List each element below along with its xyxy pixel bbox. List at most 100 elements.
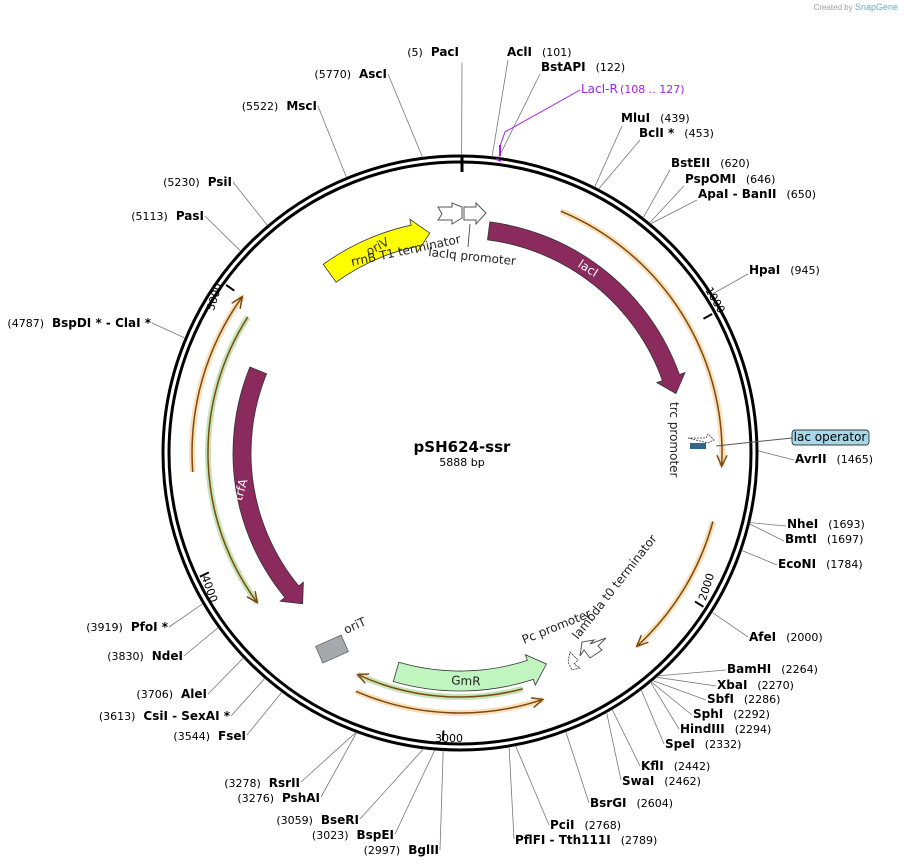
site-leader-line [317, 105, 347, 178]
restriction-site[interactable]: HpaI(945) [749, 263, 820, 277]
backbone-inner [167, 160, 753, 746]
restriction-site[interactable]: SbfI(2286) [707, 692, 780, 706]
restriction-site[interactable]: RsrII(3278) [224, 776, 300, 790]
restriction-site[interactable]: SpeI(2332) [665, 737, 741, 751]
laci-feature[interactable]: lacI [487, 221, 686, 395]
restriction-site[interactable]: BclI *(453) [639, 126, 714, 140]
rrnb-terminator-feature[interactable] [437, 202, 463, 225]
site-position: (3276) [237, 792, 274, 805]
restriction-site[interactable]: SphI(2292) [693, 707, 770, 721]
orf-line [636, 521, 714, 647]
orf-arrowhead [635, 634, 649, 648]
restriction-site[interactable]: FseI(3544) [173, 729, 246, 743]
gmr-feature[interactable]: GmR [392, 653, 547, 692]
site-position: (2997) [364, 844, 401, 857]
restriction-site[interactable]: BglII (2997) [364, 843, 439, 857]
restriction-site[interactable]: PciI(2768) [550, 818, 621, 832]
restriction-site[interactable]: BamHI(2264) [727, 662, 818, 676]
lambda-terminator-label: lambda t0 terminator [569, 532, 659, 642]
restriction-site[interactable]: AfeI(2000) [749, 630, 823, 644]
laciq-promoter-feature[interactable] [463, 201, 487, 226]
site-leader-line [711, 611, 749, 638]
gmr-orf-arc[interactable] [356, 671, 524, 701]
orf-arrowhead [716, 454, 728, 469]
site-leader-line [565, 731, 590, 804]
restriction-site[interactable]: PacI(5) [407, 45, 459, 59]
site-name: PflFI - Tth111I [515, 833, 611, 847]
restriction-site[interactable]: BstAPI(122) [541, 60, 625, 74]
site-leader-line [656, 676, 717, 687]
site-leader-line [394, 749, 436, 835]
restriction-site[interactable]: AvrII(1465) [795, 452, 873, 466]
site-name: BsrGI [590, 796, 627, 810]
backbone-outer [161, 154, 759, 752]
restriction-site[interactable]: SwaI(2462) [622, 774, 701, 788]
site-name: BglII [408, 843, 439, 857]
restriction-site[interactable]: BseRI(3059) [276, 813, 359, 827]
orit-feature[interactable]: oriT [315, 614, 369, 664]
trfa-orf-arc-green[interactable] [204, 315, 260, 605]
lac-operator-leader [715, 437, 793, 447]
site-leader-line [183, 627, 219, 657]
restriction-site[interactable]: AclI(101) [507, 45, 572, 59]
feature-body [487, 221, 686, 395]
tick-label: 3000 [435, 732, 463, 745]
orf-line [355, 690, 544, 714]
restriction-site[interactable]: PflFI - Tth111I(2789) [515, 833, 657, 847]
site-leader-line [757, 450, 795, 461]
restriction-site[interactable]: EcoNI(1784) [778, 557, 863, 571]
restriction-site[interactable]: ApaI - BanII(650) [698, 187, 816, 201]
restriction-site[interactable]: PsiI(5230) [163, 175, 232, 189]
restriction-site[interactable]: BmtI(1697) [785, 532, 863, 546]
restriction-site[interactable]: MluI(439) [621, 111, 690, 125]
site-leader-line [498, 73, 541, 158]
restriction-site[interactable]: BspEI(3023) [312, 828, 394, 842]
site-name: AclI [507, 45, 532, 59]
restriction-site[interactable]: PasI(5113) [131, 209, 204, 223]
gmr-orf-arc-2[interactable] [354, 688, 545, 716]
restriction-site[interactable]: BspDI * - ClaI *(4787) [7, 316, 151, 330]
site-name: PasI [176, 209, 204, 223]
site-name: PshAI [282, 791, 320, 805]
site-name: AvrII [795, 452, 827, 466]
restriction-site[interactable]: NdeI(3830) [107, 649, 183, 663]
site-name: BmtI [785, 532, 817, 546]
site-position: (2768) [585, 819, 622, 832]
lac-operator-feature[interactable]: lac operator [687, 429, 870, 449]
site-position: (3613) [99, 710, 136, 723]
site-position: (3830) [107, 650, 144, 663]
trfa-orf-arc-orange[interactable] [189, 294, 245, 473]
site-name: AscI [359, 67, 387, 81]
trfa-feature[interactable]: trfA [231, 366, 304, 605]
site-position: (5) [407, 46, 423, 59]
restriction-site[interactable]: PshAI (3276) [237, 791, 320, 805]
site-position: (2604) [637, 797, 674, 810]
restriction-site[interactable]: HindIII(2294) [680, 722, 771, 736]
site-leader-line [642, 169, 671, 219]
site-position: (945) [790, 264, 820, 277]
orit-box [315, 634, 349, 664]
restriction-site[interactable]: BsrGI (2604) [590, 796, 673, 810]
restriction-site[interactable]: NheI(1693) [787, 517, 865, 531]
restriction-site[interactable]: KflI(2442) [641, 759, 710, 773]
pc-promoter-feature[interactable] [567, 651, 581, 671]
restriction-site[interactable]: XbaI(2270) [717, 678, 794, 692]
restriction-site[interactable]: AscI(5770) [314, 67, 387, 81]
restriction-site[interactable]: BstEII(620) [671, 156, 750, 170]
site-leader-line [232, 181, 268, 226]
primer-laci-r[interactable]: LacI-R (108 .. 127) [495, 82, 685, 162]
site-leader-line [711, 273, 749, 295]
restriction-site[interactable]: MscI(5522) [242, 99, 317, 113]
restriction-site[interactable]: CsiI - SexAI *(3613) [99, 709, 231, 723]
orf-line [191, 296, 244, 472]
tick-mark [225, 284, 235, 292]
oriv-feature[interactable]: oriV [322, 218, 431, 283]
lambda-terminator-feature[interactable] [579, 637, 607, 659]
lacI-orf-arc[interactable] [559, 208, 728, 469]
restriction-site[interactable]: PfoI *(3919) [86, 620, 168, 634]
lambda-terminator-arrow [579, 637, 607, 659]
restriction-site[interactable]: AleI(3706) [136, 687, 207, 701]
restriction-site[interactable]: PspOMI(646) [685, 172, 775, 186]
lacI-orf-arc-lower[interactable] [634, 520, 716, 649]
